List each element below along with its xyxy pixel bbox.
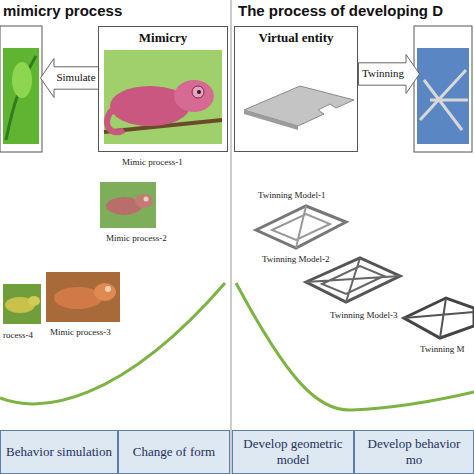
leaf-photo: [3, 48, 39, 144]
photo-background: [3, 284, 41, 324]
frame-model: [256, 206, 346, 248]
stage-label: Twinning Model-2: [262, 254, 330, 264]
chameleon-pupil: [197, 90, 201, 94]
panel-heading: mimicry process: [3, 2, 122, 19]
stage-band: Develop behavior mo: [354, 430, 474, 474]
arrow-label: Simulate: [56, 71, 95, 84]
arrow-outline: [359, 55, 420, 94]
chameleon-head: [135, 194, 153, 208]
stage-band: Change of form: [118, 430, 230, 474]
plate-model: [244, 86, 354, 126]
frame-model: [404, 298, 474, 338]
photo-background: [104, 50, 222, 144]
leaf: [12, 62, 32, 98]
simulate-arrow: Simulate: [40, 58, 99, 98]
chameleon-eye: [192, 86, 204, 98]
photo-background: [46, 272, 120, 322]
stage-band: Develop geometric model: [232, 430, 354, 474]
progress-curve: [0, 283, 225, 404]
arrow-label: Twinning: [362, 67, 404, 80]
stage-band: Behavior simulation: [0, 430, 118, 474]
arrow-outline: [41, 59, 99, 98]
chameleon-head: [174, 80, 214, 112]
leaf-stem: [6, 56, 36, 140]
stage-label: Mimic process-3: [50, 327, 111, 337]
chameleon-eye: [105, 286, 111, 292]
photo-background: [100, 182, 156, 228]
chameleon-eye: [144, 197, 149, 202]
band-text: Develop geometric model: [237, 436, 349, 467]
band-text: Develop behavior mo: [359, 436, 469, 467]
band-text: Behavior simulation: [6, 444, 112, 460]
plate-edge: [244, 110, 298, 130]
frame-model-struts: [306, 258, 400, 302]
progress-curve: [236, 283, 474, 410]
chameleon-head: [94, 283, 116, 301]
stage-label: Twinning Model-1: [258, 190, 326, 200]
frame-model-struts: [272, 206, 330, 248]
twinning-arrow: Twinning: [358, 54, 420, 94]
frame-model-struts: [404, 298, 474, 338]
image-frame: [0, 26, 42, 152]
stage-label: Mimic process-1: [122, 157, 183, 167]
stage-label: Mimic process-2: [106, 233, 167, 243]
stage-label: rocess-4: [3, 330, 33, 340]
stage-label: Twinning M: [420, 344, 465, 354]
band-text: Change of form: [133, 444, 215, 460]
chameleon-tail: [107, 110, 124, 132]
panel-heading: The process of developing D: [238, 2, 443, 19]
panel-divider: [231, 0, 232, 474]
box-title: Virtual entity: [239, 30, 353, 46]
box-title: Mimicry: [103, 30, 223, 46]
entity-photo: [417, 48, 469, 144]
image-box: Mimicry: [98, 26, 228, 152]
image-box: Virtual entity: [234, 26, 358, 152]
stage-label: Twinning Model-3: [330, 310, 398, 320]
frame-model: [306, 258, 400, 302]
chameleon-head: [28, 296, 40, 306]
frame-photo: [420, 70, 468, 130]
image-frame: [414, 26, 472, 152]
